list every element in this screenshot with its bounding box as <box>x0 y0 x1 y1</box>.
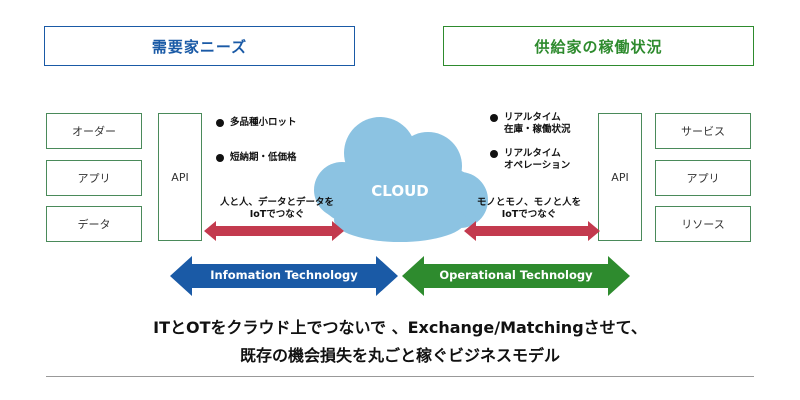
service-box: サービス <box>655 113 751 149</box>
left-api-box: API <box>158 113 202 241</box>
cloud-label: CLOUD <box>371 182 428 200</box>
divider <box>46 376 754 377</box>
ot-double-arrow-icon <box>402 256 630 296</box>
right-api-box: API <box>598 113 642 241</box>
supplier-status-header: 供給家の稼働状況 <box>443 26 754 66</box>
customer-needs-header: 需要家ニーズ <box>44 26 355 66</box>
bullet-item: リアルタイム 在庫・稼働状況 <box>490 112 571 136</box>
double-arrow-icon <box>464 221 600 241</box>
bullet-dot-icon <box>490 150 498 158</box>
summary-line-2: 既存の機会損失を丸ごと稼ぐビジネスモデル <box>239 346 560 365</box>
bullet-text: 短納期・低価格 <box>230 152 297 163</box>
bullet-item: 多品種小ロット <box>216 117 297 129</box>
double-arrow-icon <box>204 221 344 241</box>
bullet-dot-icon <box>216 154 224 162</box>
bullet-item: 短納期・低価格 <box>216 152 297 164</box>
cloud-icon: CLOUD <box>314 117 488 242</box>
data-box: データ <box>46 206 142 242</box>
ot-label: Operational Technology <box>439 268 593 282</box>
left-app-box: アプリ <box>46 160 142 196</box>
bullet-text: 多品種小ロット <box>230 117 297 128</box>
bullet-item: リアルタイム オペレーション <box>490 148 570 172</box>
order-box: オーダー <box>46 113 142 149</box>
it-double-arrow-icon <box>170 256 398 296</box>
right-connection-text: モノとモノ、モノと人を IoTでつなぐ <box>476 197 582 220</box>
it-label: Infomation Technology <box>210 268 358 282</box>
bullet-text: リアルタイム オペレーション <box>504 148 571 171</box>
resource-box: リソース <box>655 206 751 242</box>
left-connection-text: 人と人、データとデータを IoTでつなぐ <box>219 197 334 220</box>
cloud-shape <box>314 117 488 242</box>
right-app-box: アプリ <box>655 160 751 196</box>
bullet-text: リアルタイム 在庫・稼働状況 <box>504 112 571 135</box>
bullet-dot-icon <box>216 119 224 127</box>
summary-line-1: ITとOTをクラウド上でつないで 、Exchange/Matchingさせて、 <box>153 318 647 337</box>
bullet-dot-icon <box>490 114 498 122</box>
